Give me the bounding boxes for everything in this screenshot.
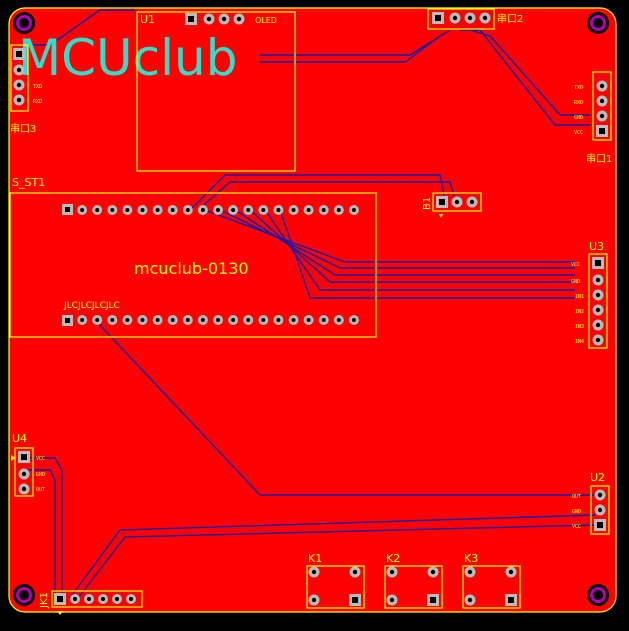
u2-header: U2 OUT GND VCC xyxy=(572,471,610,535)
k2-ref: K2 xyxy=(386,552,400,565)
port1-header: TXD RXD GND VCC 串口1 xyxy=(574,71,612,165)
module-bottom-pin-drill xyxy=(110,318,115,322)
port2-header: 串口2 xyxy=(427,8,523,30)
u2-ref: U2 xyxy=(590,471,605,484)
u1-oled: U1 OLED xyxy=(136,11,296,172)
jlc-label: JLCJLCJLCJLC xyxy=(63,301,120,311)
module-bottom-pin-drill xyxy=(155,318,160,322)
module-top-pin-drill xyxy=(200,208,205,212)
traces xyxy=(20,9,596,599)
k3-button: K3 xyxy=(462,552,521,609)
jk1-ref: JK1 xyxy=(39,592,50,609)
module-bottom-pin-drill xyxy=(321,318,326,322)
u1-ref: U1 xyxy=(140,13,155,26)
module-top-pin-drill xyxy=(291,208,296,212)
u3-header: U3 VCC GND IN1 IN2 IN3 IN4 xyxy=(571,240,608,349)
u3-pin-5: IN3 xyxy=(575,324,584,330)
k3-ref: K3 xyxy=(464,552,478,565)
module-bottom-pin-drill xyxy=(246,318,251,322)
u3-pin-3: IN1 xyxy=(575,294,584,300)
k1-ref: K1 xyxy=(308,552,322,565)
module-top-pin-drill xyxy=(155,208,160,212)
port1-ref: 串口1 xyxy=(586,153,612,165)
module-top-pin-drill xyxy=(306,208,311,212)
port3-pin-3: TXD xyxy=(33,84,42,90)
module-top-pin-drill xyxy=(216,208,220,212)
u4-ref: U4 xyxy=(12,432,27,445)
b1-header: B1 xyxy=(422,192,482,218)
center-label: mcuclub-0130 xyxy=(134,259,249,278)
module-top-pin-drill xyxy=(336,208,341,212)
u2-pin-3: VCC xyxy=(572,524,581,530)
module-top-pin-drill xyxy=(140,208,145,212)
u3-ref: U3 xyxy=(589,240,604,253)
jk1-header: JK1 xyxy=(39,590,143,615)
u4-pin-2: GND xyxy=(36,472,45,478)
module-top-pin-drill xyxy=(95,208,100,212)
module-bottom-pin-drill xyxy=(125,318,130,322)
module-bottom-pin-drill xyxy=(216,318,220,322)
module-top-pin-drill xyxy=(246,208,251,212)
u4-header: U4 VCC GND OUT xyxy=(11,432,45,497)
b1-ref: B1 xyxy=(422,197,433,210)
module-top-pin-drill xyxy=(231,208,236,212)
k2-button: K2 xyxy=(384,552,443,609)
port2-ref: 串口2 xyxy=(497,13,523,25)
u4-pin-1: VCC xyxy=(36,456,45,462)
module-top-pin-drill xyxy=(351,208,356,212)
module-top-pin-drill xyxy=(110,208,115,212)
u4-pin-3: OUT xyxy=(36,487,45,493)
port3-header: TXD RXD 串口3 xyxy=(10,44,42,135)
module-top-pin-drill xyxy=(185,208,190,212)
module-bottom-pin-drill xyxy=(261,318,266,322)
port1-pin-3: GND xyxy=(574,115,583,121)
module-top-pin-drill xyxy=(170,208,175,212)
s-st1-ref: S_ST1 xyxy=(12,176,45,189)
k1-button: K1 xyxy=(306,552,365,609)
u3-pin-1: VCC xyxy=(571,262,580,268)
u2-pin-2: GND xyxy=(572,509,581,515)
module-top-pin-drill xyxy=(261,208,266,212)
board-copper xyxy=(8,7,617,613)
module-top-pin-drill xyxy=(80,208,85,212)
module-bottom-pin-drill xyxy=(95,318,100,322)
module-bottom-pin-drill xyxy=(351,318,356,322)
logo-text: MCUclub xyxy=(18,29,237,87)
module-bottom-pin-drill xyxy=(336,318,341,322)
u2-pin-1: OUT xyxy=(572,494,581,500)
module-bottom-pin-drill xyxy=(276,318,281,322)
module-bottom-pin-drill xyxy=(306,318,311,322)
port1-pin-1: TXD xyxy=(574,85,583,91)
module-top-pin-drill xyxy=(276,208,281,212)
u1-header-label: OLED xyxy=(255,16,277,25)
port3-ref: 串口3 xyxy=(10,123,36,135)
port1-pin-4: VCC xyxy=(574,130,583,136)
module-bottom-pin-drill xyxy=(170,318,175,322)
module-top-pin-drill xyxy=(321,208,326,212)
module-bottom-pin-drill xyxy=(291,318,296,322)
module-bottom-pin-drill xyxy=(80,318,85,322)
mounting-holes xyxy=(13,12,609,606)
s-st1-module: S_ST1 mcuclub-0130 JLCJLCJLCJLC xyxy=(9,176,377,338)
u3-pin-2: GND xyxy=(571,279,580,285)
u3-pin-4: IN2 xyxy=(575,309,584,315)
port1-pin-2: RXD xyxy=(574,100,583,106)
module-bottom-pin-drill xyxy=(140,318,145,322)
module-bottom-pin-drill xyxy=(185,318,190,322)
module-bottom-pin-drill xyxy=(200,318,205,322)
module-bottom-pin-drill xyxy=(231,318,236,322)
u3-pin-6: IN4 xyxy=(575,339,584,345)
module-top-pin-drill xyxy=(125,208,130,212)
port3-pin-4: RXD xyxy=(33,99,42,105)
